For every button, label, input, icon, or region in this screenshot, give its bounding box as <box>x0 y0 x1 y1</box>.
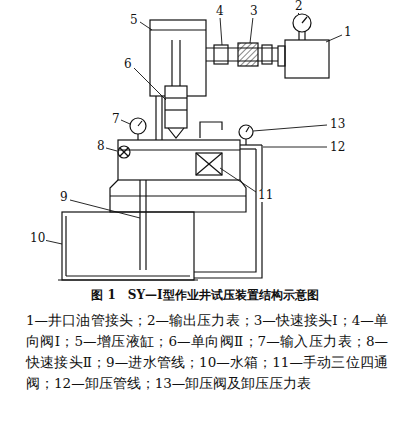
drawing-stroke <box>118 149 240 150</box>
drawing-stroke <box>121 120 130 124</box>
drawing-stroke <box>220 168 256 192</box>
housing <box>110 180 246 212</box>
drawing-stroke <box>278 46 285 66</box>
booster-cylinder <box>150 20 206 96</box>
drawing-stroke <box>246 127 249 132</box>
drawing-stroke <box>120 148 128 156</box>
parts-list: 1—井口油管接头；2—输出压力表；3—快速接头Ⅰ；4—单向阀Ⅰ；5—增压液缸；6… <box>26 310 388 394</box>
drawing-stroke <box>214 45 228 64</box>
drawing-stroke <box>165 86 187 128</box>
drawing-stroke <box>140 22 152 30</box>
callout-number: 5 <box>129 14 139 27</box>
drawing-stroke <box>130 118 146 134</box>
drawing-stroke <box>253 125 327 131</box>
drawing-stroke <box>240 144 262 145</box>
drawing-stroke <box>285 40 329 78</box>
drawing-stroke <box>250 17 253 43</box>
drawing-stroke <box>196 153 222 175</box>
drawing-stroke <box>168 128 184 138</box>
drawing-stroke <box>239 125 253 139</box>
drawing-stroke <box>106 148 117 151</box>
drawing-stroke <box>302 17 307 23</box>
drawing-stroke <box>220 17 222 45</box>
drawing-stroke <box>66 275 190 276</box>
figure-caption: 图 1 SY—Ⅰ型作业井试压装置结构示意图 <box>0 287 410 304</box>
callout-number: 1 <box>343 26 353 39</box>
wellhead-joint <box>278 40 329 78</box>
drawing-stroke <box>155 96 156 140</box>
drawing-stroke <box>110 180 246 212</box>
drawing-stroke <box>161 96 162 140</box>
drawing-stroke <box>179 40 180 86</box>
callout-number: 10 <box>29 232 46 245</box>
callout-number: 4 <box>215 5 225 18</box>
callout-number: 11 <box>257 189 274 202</box>
drawing-stroke <box>120 148 128 156</box>
drawing-stroke <box>118 140 240 180</box>
callout-number: 6 <box>123 58 133 71</box>
drawing-stroke <box>165 109 187 110</box>
leader-lines <box>44 12 342 244</box>
drawing-stroke <box>58 279 198 280</box>
drawing-stroke <box>245 139 246 145</box>
drawing-stroke <box>62 212 194 280</box>
drawing-stroke <box>298 32 299 40</box>
callout-number: 7 <box>111 113 121 126</box>
drawing-stroke <box>139 180 140 270</box>
drawing-stroke <box>196 153 222 175</box>
drawing-stroke <box>65 216 66 276</box>
drawing-stroke <box>118 146 130 158</box>
callout-number: 9 <box>59 191 69 204</box>
drawing-stroke <box>263 147 327 148</box>
drawing-stroke <box>150 20 206 96</box>
drawing-stroke <box>44 240 62 244</box>
drawing-stroke <box>194 149 256 272</box>
check-valve-pipe <box>206 43 278 66</box>
drawing-stroke <box>262 45 272 64</box>
valve-body <box>118 122 240 180</box>
drawing-stroke <box>138 121 142 126</box>
callout-number: 2 <box>294 0 304 13</box>
drawing-stroke <box>196 153 222 175</box>
callout-number: 12 <box>329 141 346 154</box>
drawing-stroke <box>293 14 311 32</box>
drawing-stroke <box>304 32 305 40</box>
inlet-pipe <box>140 96 162 270</box>
check-valve <box>165 40 187 138</box>
output-gauge <box>293 14 311 40</box>
drawing-stroke <box>171 40 172 86</box>
callout-number: 13 <box>329 118 346 131</box>
callout-number: 3 <box>249 5 259 18</box>
drawing-stroke <box>238 43 258 66</box>
drawing-stroke <box>70 200 140 218</box>
callout-number: 8 <box>96 140 106 153</box>
quick-connector <box>118 146 130 158</box>
drawing-stroke <box>145 180 146 270</box>
input-gauge <box>130 118 146 140</box>
drawing-stroke <box>110 195 246 196</box>
water-tank <box>58 212 198 280</box>
drawing-stroke <box>200 122 222 138</box>
drawing-stroke <box>326 35 342 42</box>
relief-gauge <box>194 125 262 278</box>
drawing-stroke <box>150 29 206 30</box>
drawing-stroke <box>165 97 187 98</box>
drawing-stroke <box>240 148 256 149</box>
drawing-stroke <box>134 68 166 100</box>
drawing-stroke <box>137 134 138 140</box>
